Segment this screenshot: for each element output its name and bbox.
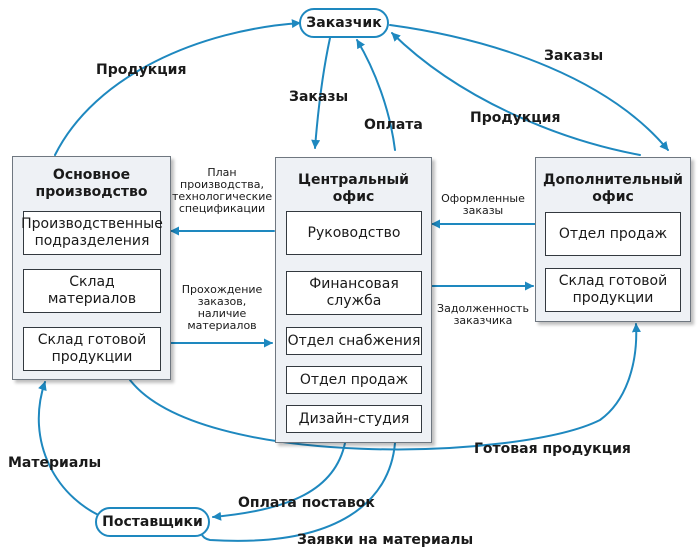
label-products-right: Продукция [470,110,561,126]
central-office-box: Центральный офис Руководство Финансовая … [275,157,432,443]
label-material-requests: Заявки на материалы [297,532,474,548]
main-production-title: Основное производство [35,167,148,200]
arrow-supply-payment [212,442,346,521]
central-office-title: Центральный офис [298,172,409,205]
label-materials: Материалы [8,455,102,471]
finished-goods-warehouse: Склад готовой продукции [23,327,161,371]
main-production-box: Основное производство Производственные п… [12,156,171,380]
additional-office-title: Дополнительный офис [543,172,683,205]
production-units: Производственные подразделения [21,211,163,255]
label-supply-payment: Оплата поставок [238,495,375,511]
label-orders-right: Заказы [544,48,604,64]
arrow-products-to-customer-right [391,32,641,156]
additional-finished-goods-warehouse: Склад готовой продукции [545,268,681,312]
management: Руководство [286,211,422,255]
arrow-products-to-customer [54,19,301,156]
arrow-orders-customer-to-additional [389,24,669,151]
label-production-plan: План производства, технологические специ… [172,166,273,215]
additional-sales-department: Отдел продаж [545,212,681,256]
label-products-left: Продукция [96,62,187,78]
finance-service: Финансовая служба [286,271,422,315]
label-finished-products: Готовая продукция [474,441,631,457]
label-formalized-orders: Оформленные заказы [441,192,525,217]
additional-office-box: Дополнительный офис Отдел продаж Склад г… [535,157,691,322]
materials-warehouse: Склад материалов [23,269,161,313]
customer-node: Заказчик [299,8,389,38]
arrow-payment-to-customer [356,39,396,151]
label-order-tracking: Прохождение заказов, наличие материалов [181,283,263,332]
design-studio: Дизайн-студия [286,405,422,433]
suppliers-node: Поставщики [95,507,210,537]
arrow-material-requests [194,442,396,542]
label-orders-mid: Заказы [289,89,349,105]
arrow-materials [37,381,111,521]
arrow-orders-customer-to-central [311,37,331,149]
label-payment: Оплата [364,117,423,133]
sales-department: Отдел продаж [286,366,422,394]
arrow-finished-products [129,323,641,451]
procurement-department: Отдел снабжения [286,327,422,355]
label-customer-debt: Задолженность заказчика [437,302,529,327]
